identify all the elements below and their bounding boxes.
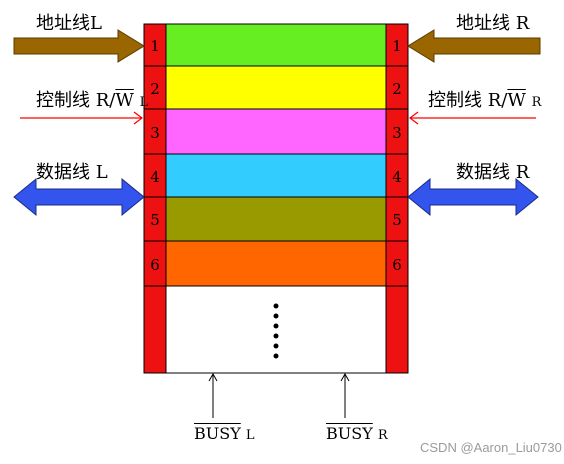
left-port-column — [143, 23, 167, 374]
left-address-arrow — [13, 29, 145, 63]
right-address-arrow — [407, 29, 541, 63]
left-control-label: 控制线 R/W L — [36, 86, 148, 112]
right-data-arrow — [407, 177, 539, 217]
left-data-label: 数据线 L — [36, 162, 108, 183]
memory-row-1 — [165, 23, 387, 67]
watermark: CSDN @Aaron_Liu0730 — [420, 440, 562, 455]
busy-left-main: BUSY — [194, 424, 241, 443]
right-row-number-3: 3 — [392, 124, 402, 142]
memory-row-empty — [165, 285, 387, 374]
right-row-number-5: 5 — [392, 211, 402, 229]
left-control-w-overline: W — [115, 90, 134, 111]
right-control-arrow-head — [409, 111, 419, 125]
right-row-number-6: 6 — [392, 256, 402, 274]
left-control-prefix: 控制线 — [36, 90, 90, 111]
memory-row-2 — [165, 65, 387, 110]
right-row-number-1: 1 — [392, 37, 402, 55]
left-row-number-2: 2 — [150, 80, 160, 98]
right-control-label: 控制线 R/W R — [428, 86, 541, 112]
left-control-arrow-head — [133, 111, 143, 125]
left-control-r: R/ — [95, 90, 116, 111]
right-data-label: 数据线 R — [456, 162, 530, 183]
busy-left-subscript: L — [245, 428, 255, 443]
busy-right-main: BUSY — [326, 424, 373, 443]
right-control-prefix: 控制线 — [428, 90, 482, 111]
left-row-number-5: 5 — [150, 211, 160, 229]
left-busy-arrow-head — [208, 372, 218, 382]
left-address-label: 地址线L — [36, 13, 102, 34]
right-control-subscript: R — [531, 95, 542, 110]
ellipsis-dots — [273, 303, 279, 359]
right-port-column — [385, 23, 409, 374]
left-row-number-3: 3 — [150, 124, 160, 142]
right-row-number-2: 2 — [392, 80, 402, 98]
right-control-w-overline: W — [507, 90, 526, 111]
right-busy-arrow-head — [340, 372, 350, 382]
memory-row-3 — [165, 108, 387, 155]
memory-row-6 — [165, 240, 387, 287]
left-row-number-6: 6 — [150, 256, 160, 274]
memory-row-5 — [165, 196, 387, 242]
busy-right-label: BUSY R — [326, 424, 388, 443]
busy-left-label: BUSY L — [194, 424, 255, 443]
left-row-number-4: 4 — [150, 168, 160, 186]
busy-right-subscript: R — [377, 428, 388, 443]
left-column-separators — [144, 65, 166, 287]
memory-row-4 — [165, 153, 387, 198]
left-control-subscript: L — [139, 95, 149, 110]
right-address-label: 地址线 R — [456, 13, 530, 34]
left-data-arrow — [13, 177, 145, 217]
left-row-number-1: 1 — [150, 37, 160, 55]
right-control-r: R/ — [487, 90, 508, 111]
right-row-number-4: 4 — [392, 168, 402, 186]
right-column-separators — [386, 65, 408, 287]
